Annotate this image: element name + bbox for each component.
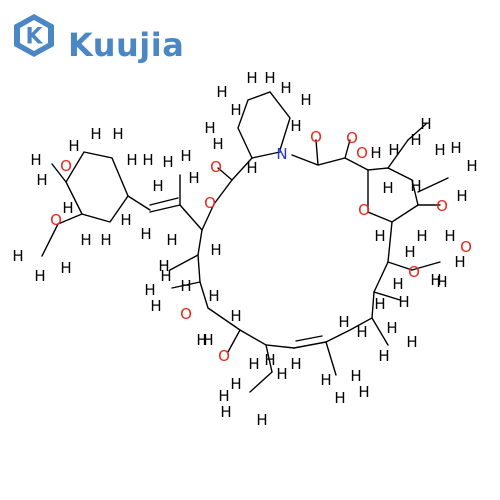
atom-h: H — [300, 91, 311, 109]
atom-o: O — [310, 128, 322, 146]
atom-h: H — [142, 151, 153, 169]
atom-h: H — [60, 259, 71, 277]
atom-h: H — [388, 141, 399, 159]
atom-h: H — [338, 313, 349, 331]
svg-text:K: K — [25, 25, 43, 50]
atom-h: H — [140, 225, 151, 243]
atom-h: H — [246, 159, 257, 177]
atom-h: H — [454, 253, 465, 271]
atom-o: O — [436, 197, 448, 215]
atom-h: H — [374, 295, 385, 313]
heteroatom-labels: N O O O H O O O O O O O O O O — [50, 128, 472, 365]
atom-h: H — [444, 227, 455, 245]
atom-h: H — [210, 241, 221, 259]
atom-h: H — [410, 177, 421, 195]
atom-h: H — [398, 293, 409, 311]
atom-h: H — [290, 117, 301, 135]
atom-h: H — [356, 323, 367, 341]
atom-o: O — [346, 129, 358, 147]
atom-o: O — [180, 305, 192, 323]
atom-o: O — [408, 263, 420, 281]
atom-h: H — [334, 389, 345, 407]
atom-h: H — [180, 147, 191, 165]
atom-h: H — [196, 331, 207, 349]
atom-h: H — [406, 333, 417, 351]
atom-h: H — [370, 144, 381, 162]
brand-name: Kuujia — [68, 26, 185, 64]
atom-h: H — [180, 277, 191, 295]
atom-h: H — [246, 69, 257, 87]
atom-h: H — [430, 271, 441, 289]
atom-h: H — [434, 141, 445, 159]
atom-h: H — [202, 331, 213, 349]
hydrogen-labels: H H H H H H H H H H H H H H H H H H H H … — [12, 69, 477, 429]
atom-n: N — [276, 145, 287, 163]
atom-h: H — [204, 119, 215, 137]
atom-h: H — [160, 267, 171, 285]
atom-h: H — [62, 199, 73, 217]
atom-h: H — [382, 179, 393, 197]
atom-h: H — [150, 297, 161, 315]
atom-h: H — [264, 69, 275, 87]
atom-h: H — [188, 169, 199, 187]
atom-h: H — [166, 231, 177, 249]
atom-o: O — [50, 211, 62, 229]
atom-h: H — [220, 403, 231, 421]
atom-h: H — [144, 281, 155, 299]
atom-h: H — [158, 257, 169, 275]
atom-h: H — [212, 135, 223, 153]
atom-h: H — [416, 227, 427, 245]
atom-h: H — [34, 267, 45, 285]
atom-h: H — [120, 211, 131, 229]
atom-h: H — [30, 151, 41, 169]
atom-h: H — [230, 375, 241, 393]
atom-h: H — [68, 137, 79, 155]
atom-h: H — [264, 351, 275, 369]
atom-h: H — [450, 139, 461, 157]
atom-h: H — [456, 187, 467, 205]
atom-h: H — [350, 367, 361, 385]
bonds — [41, 91, 449, 393]
atom-h: H — [248, 355, 259, 373]
atom-h: H — [80, 231, 91, 249]
atom-h: H — [208, 287, 219, 305]
atom-h: H — [420, 115, 431, 133]
atom-o: O — [460, 238, 472, 256]
atom-h: H — [466, 157, 477, 175]
atom-o: O — [356, 144, 368, 162]
atom-h: H — [100, 231, 111, 249]
atom-h: H — [392, 275, 403, 293]
brand-logo[interactable]: K Kuujia — [10, 12, 184, 64]
atom-h: H — [230, 101, 241, 119]
atom-h: H — [404, 243, 415, 261]
atom-h: H — [320, 371, 331, 389]
atom-h: H — [280, 79, 291, 97]
atom-h: H — [256, 411, 267, 429]
atom-h: H — [374, 227, 385, 245]
atom-h: H — [378, 347, 389, 365]
atom-h: H — [290, 355, 301, 373]
atom-h: H — [386, 319, 397, 337]
atom-h: H — [12, 247, 23, 265]
atom-h: H — [126, 151, 137, 169]
atom-h: H — [230, 307, 241, 325]
atom-o: O — [60, 157, 72, 175]
atom-o: O — [218, 347, 230, 365]
atom-h: H — [152, 177, 163, 195]
atom-h: H — [90, 125, 101, 143]
atom-h: H — [436, 273, 447, 291]
atom-h: H — [216, 83, 227, 101]
atom-h: H — [410, 131, 421, 149]
atom-o: O — [210, 158, 222, 176]
atom-h: H — [36, 171, 47, 189]
atom-h: H — [276, 365, 287, 383]
atom-o: O — [204, 194, 216, 212]
atom-o: O — [358, 201, 370, 219]
atom-h: H — [112, 125, 123, 143]
kuujia-logo-icon: K — [14, 14, 54, 57]
atom-h: H — [218, 387, 229, 405]
atom-h: H — [358, 383, 369, 401]
atom-h: H — [162, 153, 173, 171]
